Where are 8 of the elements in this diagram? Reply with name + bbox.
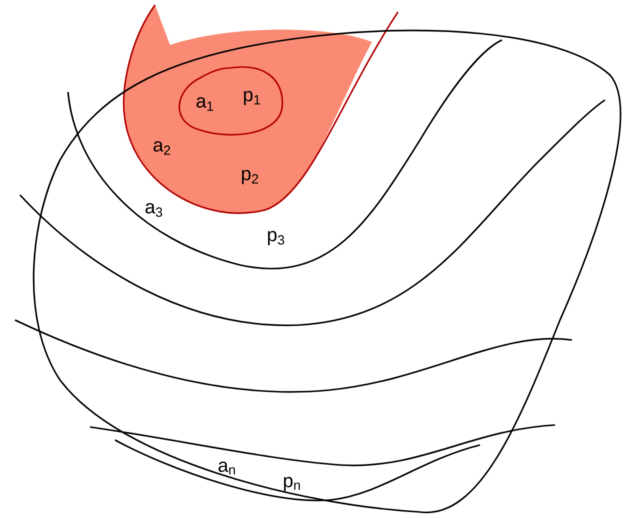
point-label: a$_{2}$ — [154, 141, 170, 155]
point-label: a$_{1}$ — [196, 97, 214, 111]
point-label: a$_{n}$ — [218, 462, 235, 474]
point-label: p$_{3}$ — [268, 230, 284, 246]
point-label: p$_{1}$ — [244, 90, 260, 106]
point-label: p$_{n}$ — [284, 476, 300, 492]
point-label: a$_{3}$ — [146, 203, 162, 217]
point-label: p$_{2}$ — [242, 170, 258, 184]
